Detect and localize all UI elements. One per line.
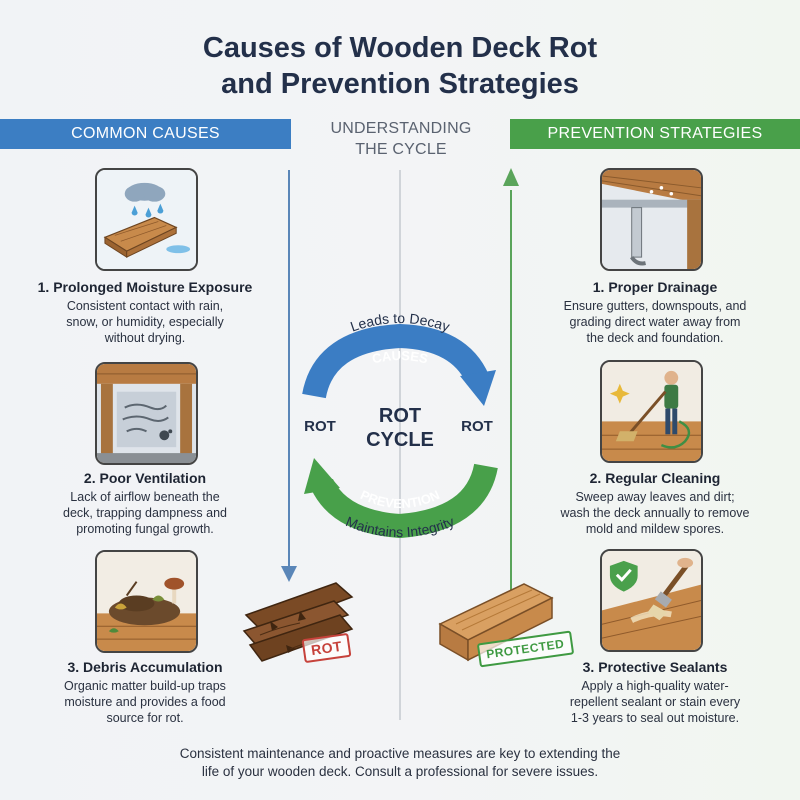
- prevention-3-title: 3. Protective Sealants: [582, 659, 728, 675]
- cause-1-desc-line-3: without drying.: [104, 331, 186, 345]
- cause-2-desc-line-3: promoting fungal growth.: [76, 522, 214, 536]
- cause-1-desc-line-1: Consistent contact with rain,: [66, 299, 224, 313]
- prevention-2-title: 2. Regular Cleaning: [589, 470, 721, 486]
- common-causes-banner: COMMON CAUSES: [0, 119, 291, 149]
- prevention-2-desc-line-2: wash the deck annually to remove: [560, 506, 750, 520]
- cause-3-description: Organic matter build-up traps moisture a…: [20, 678, 270, 726]
- footer-line-1: Consistent maintenance and proactive mea…: [179, 746, 621, 761]
- cause-3-desc-line-1: Organic matter build-up traps: [64, 679, 226, 693]
- person-sweeping-icon: [600, 360, 703, 463]
- cycle-center-line-1: ROT: [378, 405, 422, 427]
- prevention-3-desc-line-1: Apply a high-quality water-: [581, 679, 729, 693]
- cycle-center-title: ROT CYCLE: [350, 404, 450, 452]
- title-line-2: and Prevention Strategies: [221, 68, 579, 100]
- cycle-left-label: ROT: [304, 418, 336, 435]
- brush-sealant-shield-icon: [600, 549, 703, 652]
- cycle-right-label: ROT: [461, 418, 493, 435]
- footer-note: Consistent maintenance and proactive mea…: [0, 745, 800, 781]
- prevention-up-arrowhead: [503, 168, 519, 186]
- prevention-1-desc-line-3: the deck and foundation.: [586, 331, 724, 345]
- causes-cycle-arrowhead: [460, 370, 496, 406]
- prevention-3-desc-line-2: repellent sealant or stain every: [569, 695, 741, 709]
- footer-line-2: life of your wooden deck. Consult a prof…: [201, 764, 599, 779]
- prevention-2-description: Sweep away leaves and dirt; wash the dec…: [530, 489, 780, 537]
- title-line-1: Causes of Wooden Deck Rot: [202, 32, 598, 64]
- prevention-1-desc-line-2: grading direct water away from: [569, 315, 741, 329]
- prevention-2-desc-line-1: Sweep away leaves and dirt;: [575, 490, 735, 504]
- causes-cycle-arrow: [302, 323, 490, 399]
- cause-2-desc-line-2: deck, trapping dampness and: [63, 506, 227, 520]
- prevention-1-title: 1. Proper Drainage: [592, 279, 718, 295]
- rotten-planks-illustration: [242, 582, 354, 662]
- rain-cloud-plank-icon: [95, 168, 198, 271]
- prevention-1-description: Ensure gutters, downspouts, and grading …: [530, 298, 780, 346]
- prevention-3-desc-line-3: 1-3 years to seal out moisture.: [570, 711, 740, 725]
- cycle-center-line-2: CYCLE: [366, 429, 434, 451]
- cause-3-desc-line-2: moisture and provides a food: [64, 695, 226, 709]
- prevention-3-description: Apply a high-quality water- repellent se…: [530, 678, 780, 726]
- leaf-debris-mushroom-icon: [95, 550, 198, 653]
- gutter-downspout-icon: [600, 168, 703, 271]
- cause-2-desc-line-1: Lack of airflow beneath the: [70, 490, 220, 504]
- cause-1-description: Consistent contact with rain, snow, or h…: [20, 298, 270, 346]
- cause-3-desc-line-3: source for rot.: [106, 711, 184, 725]
- top-arrow-label: CAUSES: [371, 348, 430, 367]
- center-heading-line-1: UNDERSTANDING: [330, 120, 472, 137]
- rot-cycle-diagram: Leads to Decay CAUSES PREVENTION Maintai…: [302, 310, 498, 540]
- causes-down-arrowhead: [281, 566, 297, 582]
- cause-1-title: 1. Prolonged Moisture Exposure: [37, 279, 253, 295]
- prevention-strategies-banner: PREVENTION STRATEGIES: [510, 119, 800, 149]
- enclosed-airflow-icon: [95, 362, 198, 465]
- cause-3-title: 3. Debris Accumulation: [67, 659, 223, 675]
- understanding-cycle-heading: UNDERSTANDING THE CYCLE: [298, 118, 504, 160]
- cause-2-title: 2. Poor Ventilation: [83, 470, 207, 486]
- cause-1-desc-line-2: snow, or humidity, especially: [66, 315, 224, 329]
- bottom-arrow-label: PREVENTION: [358, 487, 442, 511]
- page-title: Causes of Wooden Deck Rot and Prevention…: [0, 30, 800, 102]
- prevention-2-desc-line-3: mold and mildew spores.: [585, 522, 725, 536]
- cause-2-description: Lack of airflow beneath the deck, trappi…: [20, 489, 270, 537]
- prevention-cycle-arrowhead: [304, 458, 340, 494]
- center-heading-line-2: THE CYCLE: [355, 141, 447, 158]
- prevention-1-desc-line-1: Ensure gutters, downspouts, and: [563, 299, 747, 313]
- prevention-cycle-arrow: [311, 463, 498, 539]
